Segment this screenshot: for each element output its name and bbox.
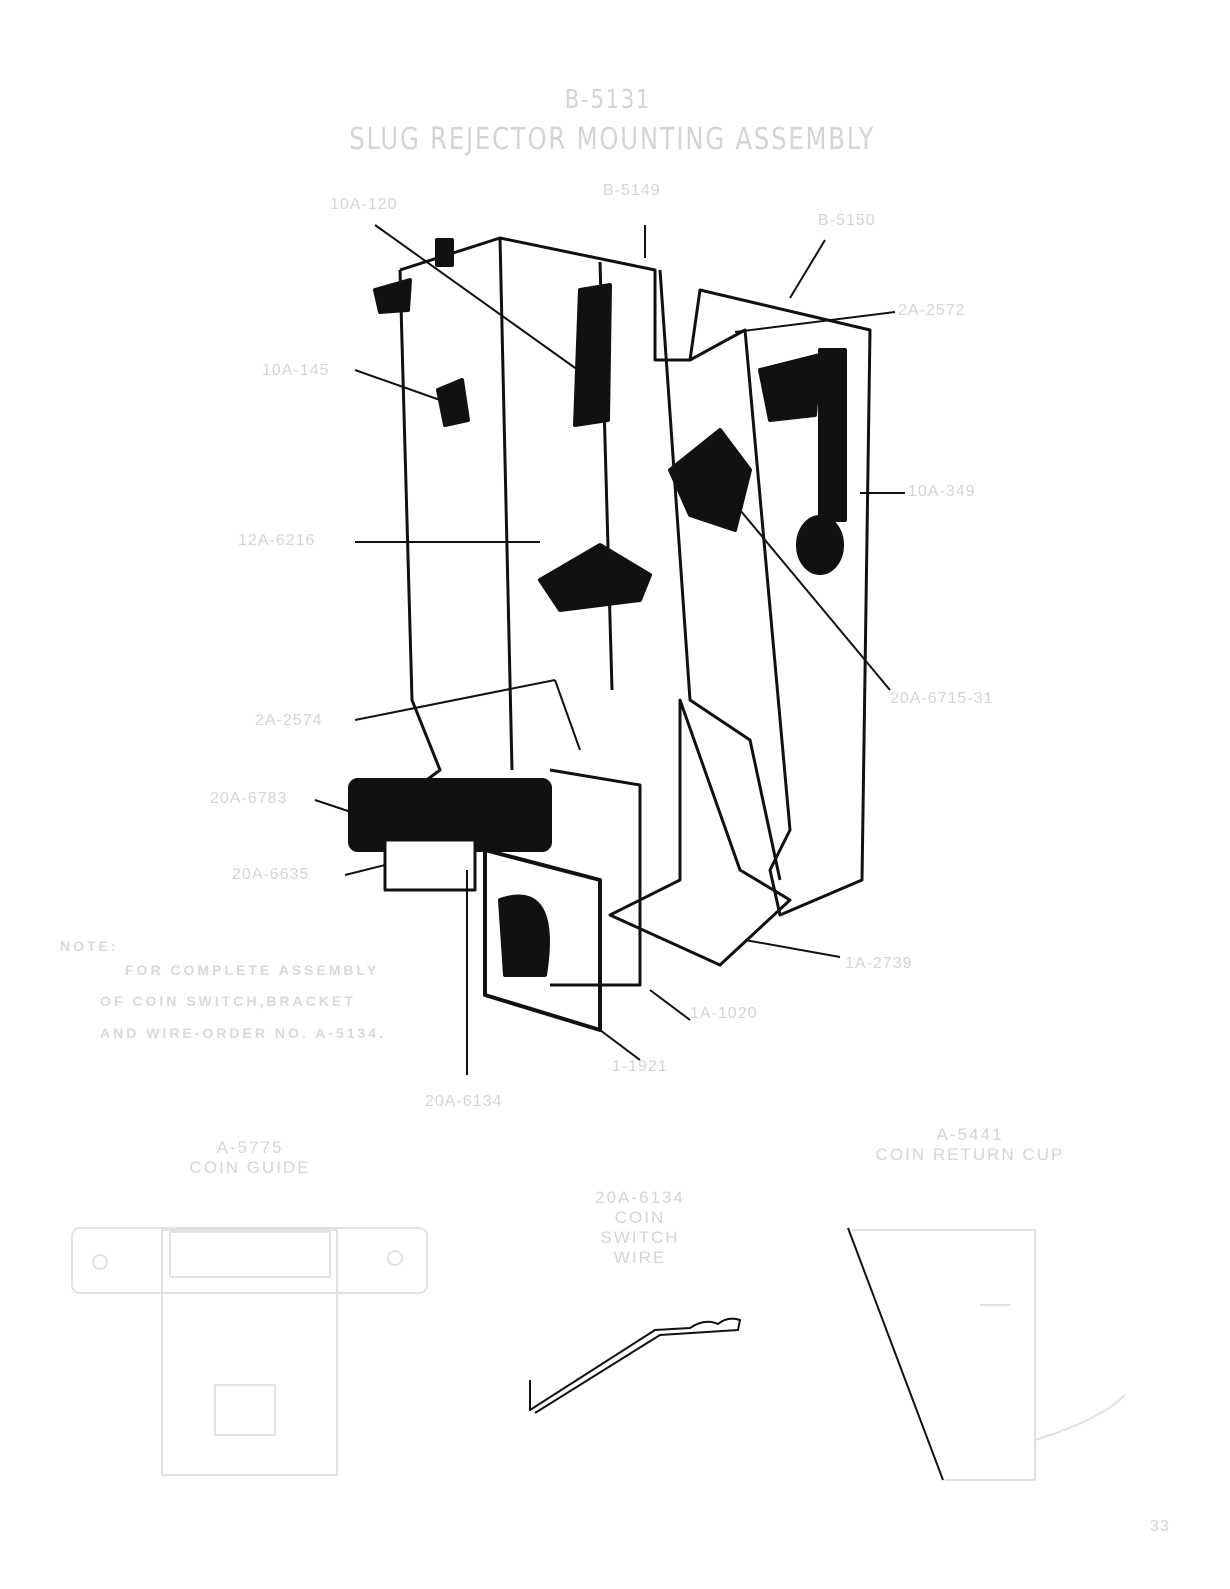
coin-switch-bracket	[608, 698, 792, 967]
callout-label: B-5149	[603, 182, 661, 199]
part-name: COIN GUIDE	[189, 1158, 311, 1177]
callout-label: 2A-2574	[255, 712, 323, 729]
coin-guide-drawing	[71, 1227, 428, 1476]
callout-label: 12A-6216	[238, 532, 316, 549]
note-line: FOR COMPLETE ASSEMBLY	[125, 962, 380, 978]
callout-label: 20A-6134	[425, 1093, 503, 1110]
assembly-part-number: B-5131	[564, 85, 652, 115]
part-name: COIN RETURN CUP	[875, 1145, 1065, 1164]
callout-label: 1-1921	[612, 1058, 668, 1075]
callout-label: 20A-6783	[210, 790, 288, 807]
coin-return-cup-caption: A-5441 COIN RETURN CUP	[850, 1125, 1090, 1165]
callout-label: 20A-6635	[232, 866, 310, 883]
spring	[818, 348, 847, 522]
part-number: A-5441	[936, 1125, 1004, 1144]
callout-label: 10A-349	[908, 483, 976, 500]
part-number: A-5775	[216, 1138, 284, 1157]
note-line: OF COIN SWITCH,BRACKET	[100, 993, 356, 1009]
note-heading: NOTE:	[60, 938, 119, 954]
assembly-title: SLUG REJECTOR MOUNTING ASSEMBLY	[349, 122, 876, 157]
coin-switch-wire	[529, 1317, 741, 1414]
part-number: 20A-6134	[595, 1188, 685, 1207]
part-name: COIN SWITCH WIRE	[600, 1208, 680, 1267]
coin-return-cup-drawing	[847, 1227, 1126, 1481]
callout-label: 2A-2572	[898, 302, 966, 319]
coin-guide-caption: A-5775 COIN GUIDE	[150, 1138, 350, 1178]
note-line: AND WIRE-ORDER NO. A-5134.	[100, 1025, 386, 1041]
callout-label: B-5150	[818, 212, 876, 229]
callout-label: 10A-145	[262, 362, 330, 379]
callout-label: 10A-120	[330, 196, 398, 213]
callout-label: 1A-2739	[845, 955, 913, 972]
callout-label: 20A-6715-31	[890, 690, 994, 707]
mounting-plate	[399, 236, 872, 917]
coin-switch-wire-caption: 20A-6134 COIN SWITCH WIRE	[540, 1188, 740, 1268]
page-number: 33	[1150, 1518, 1170, 1535]
callout-label: 1A-1020	[690, 1005, 758, 1022]
